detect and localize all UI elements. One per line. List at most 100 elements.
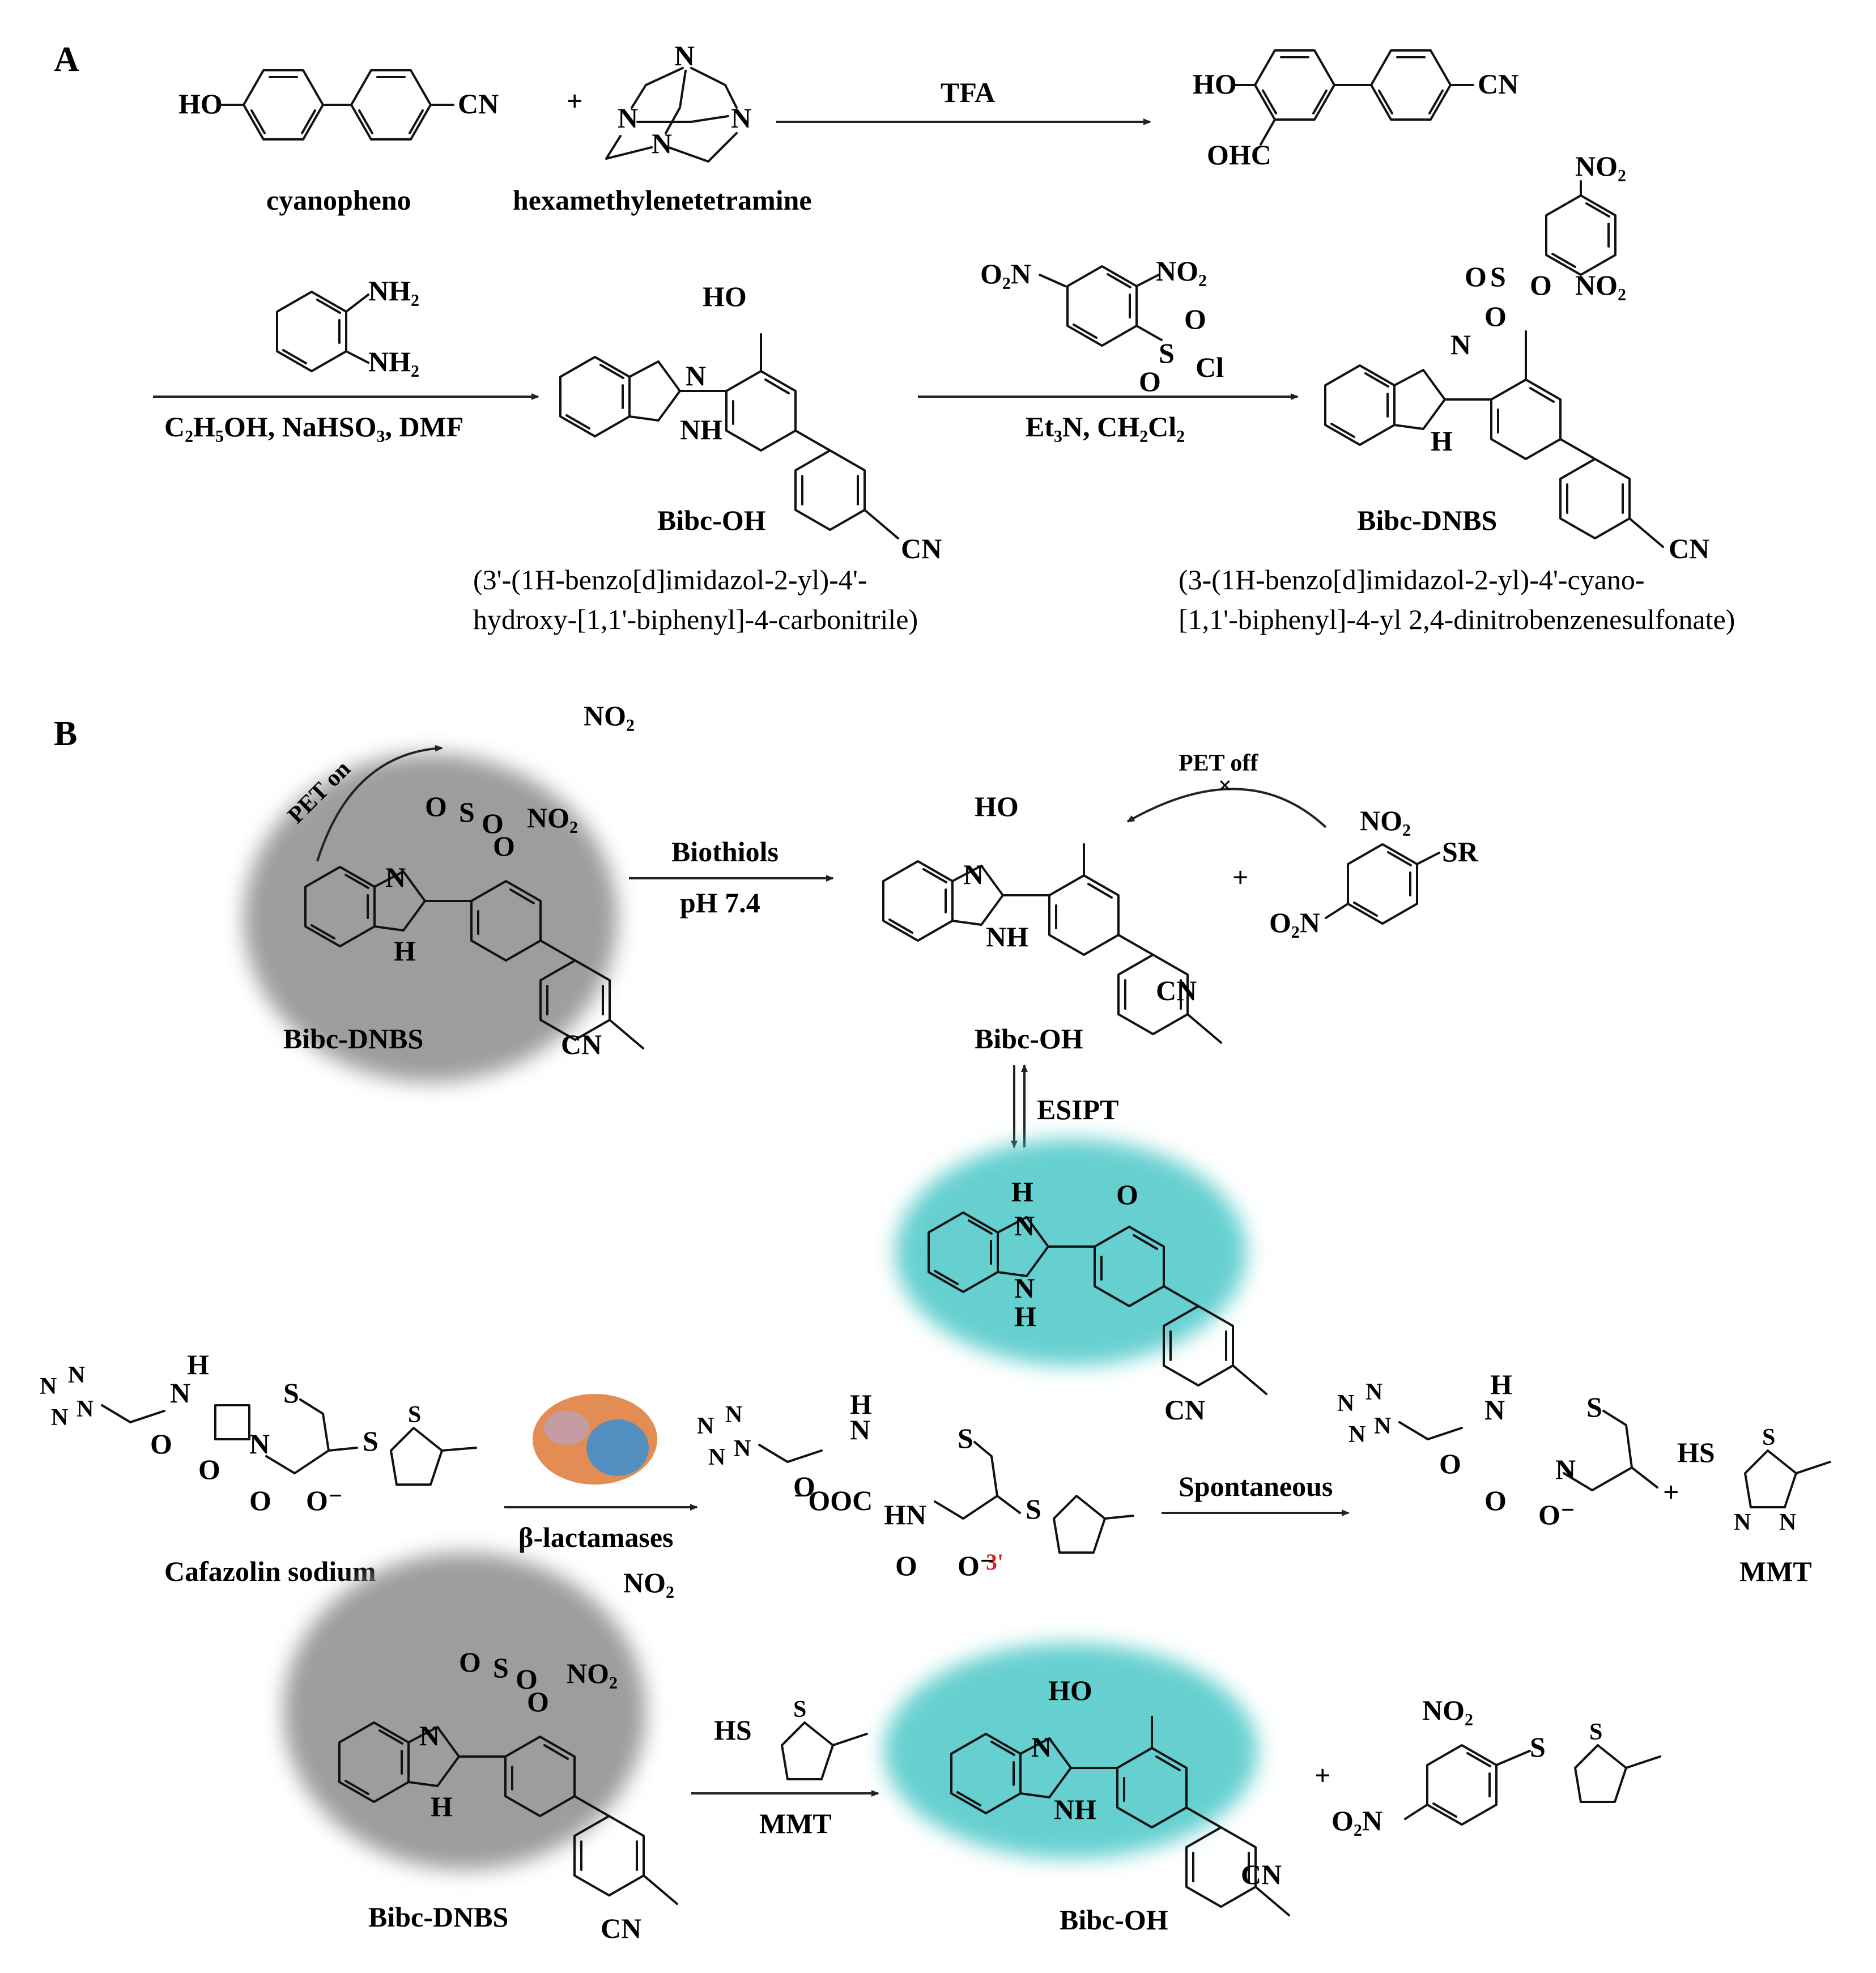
svg-text:NH₂: NH₂ — [368, 346, 419, 377]
svg-text:S: S — [459, 796, 475, 828]
svg-text:O⁻: O⁻ — [1538, 1499, 1575, 1530]
svg-text:O: O — [793, 1470, 815, 1502]
svg-text:NH: NH — [1054, 1793, 1096, 1825]
svg-text:N: N — [1450, 329, 1471, 360]
svg-text:N: N — [1374, 1413, 1391, 1439]
svg-text:⁻OOC: ⁻OOC — [793, 1485, 873, 1516]
dnp-mmt-adduct-structure: NO₂ S S O₂N — [1332, 1694, 1661, 1836]
bibc-dnbs-label-b1: Bibc-DNBS — [283, 1023, 423, 1054]
svg-text:HO: HO — [1193, 68, 1237, 100]
svg-text:O: O — [527, 1686, 549, 1717]
svg-text:N: N — [734, 1436, 751, 1462]
svg-text:O: O — [198, 1453, 220, 1485]
pet-on-arrow — [316, 745, 443, 862]
svg-text:O: O — [150, 1428, 172, 1460]
svg-text:O: O — [249, 1485, 271, 1516]
plus-sign-b1: + — [1232, 861, 1249, 893]
svg-text:CN: CN — [458, 88, 499, 120]
svg-text:S: S — [1586, 1391, 1602, 1423]
svg-text:H: H — [1014, 1300, 1036, 1332]
svg-text:HO: HO — [703, 280, 747, 312]
svg-text:N: N — [708, 1444, 725, 1470]
aldehyde-structure: HO CN OHC — [1193, 49, 1518, 171]
svg-text:HO: HO — [178, 88, 223, 120]
cleavage-3prime: 3' — [986, 1549, 1003, 1575]
svg-text:N: N — [51, 1405, 68, 1431]
bibc-oh-label-b2: Bibc-OH — [1060, 1904, 1168, 1936]
svg-text:S: S — [1762, 1425, 1775, 1451]
svg-text:S: S — [363, 1425, 378, 1457]
svg-text:O: O — [459, 1646, 481, 1678]
condition-biothiols: Biothiols — [671, 836, 779, 868]
svg-text:CN: CN — [561, 1028, 602, 1060]
bibc-dnbs-structure-a: N H O O S O NO₂ CN — [1325, 261, 1709, 564]
svg-text:N: N — [963, 858, 984, 890]
bibc-dnbs-iupac-line1: (3-(1H-benzo[d]imidazol-2-yl)-4'-cyano- — [1179, 564, 1645, 596]
svg-text:N: N — [1348, 1422, 1365, 1448]
svg-text:O⁻: O⁻ — [306, 1485, 343, 1516]
svg-text:CN: CN — [1164, 1394, 1205, 1426]
svg-text:N: N — [170, 1377, 190, 1409]
bibc-dnbs-structure-b: N H O O S O NO₂ NO₂ CN — [305, 700, 643, 1060]
svg-text:S: S — [1026, 1493, 1041, 1525]
condition-blactamases: β-lactamases — [518, 1521, 674, 1553]
svg-text:S: S — [1589, 1719, 1602, 1745]
svg-text:S: S — [493, 1652, 509, 1683]
svg-text:H: H — [431, 1791, 453, 1822]
svg-text:O₂N: O₂N — [980, 258, 1031, 290]
svg-text:N: N — [68, 1362, 85, 1388]
svg-text:H: H — [187, 1349, 209, 1380]
mmt-label: MMT — [1739, 1555, 1812, 1587]
svg-text:NH₂: NH₂ — [368, 275, 419, 307]
svg-text:N: N — [385, 861, 406, 893]
svg-text:N: N — [850, 1414, 870, 1445]
svg-text:O: O — [482, 807, 504, 839]
svg-text:NO₂: NO₂ — [1575, 150, 1626, 182]
pet-off-arrow — [1126, 788, 1327, 828]
bibc-dnbs-structure-b2: N H O O S O NO₂ NO₂ CN — [339, 1567, 677, 1944]
svg-text:H: H — [1490, 1368, 1512, 1400]
bibc-dnbs-label-b2: Bibc-DNBS — [368, 1901, 508, 1933]
svg-text:N: N — [1014, 1272, 1035, 1304]
svg-text:H: H — [394, 935, 416, 967]
svg-text:S: S — [793, 1696, 806, 1723]
svg-text:O: O — [1139, 365, 1161, 397]
svg-text:HO: HO — [975, 790, 1019, 822]
svg-text:CN: CN — [901, 533, 942, 564]
svg-text:N: N — [1014, 1210, 1035, 1241]
condition-esipt: ESIPT — [1037, 1094, 1119, 1125]
condition-ph: pH 7.4 — [680, 887, 760, 919]
svg-text:N: N — [731, 102, 751, 134]
svg-text:N: N — [76, 1396, 93, 1422]
svg-text:SR: SR — [1442, 836, 1479, 868]
svg-text:S: S — [958, 1422, 973, 1454]
mmt-reagent-structure: HS S — [714, 1696, 868, 1780]
svg-text:H: H — [1011, 1176, 1033, 1207]
svg-text:Cl: Cl — [1196, 351, 1224, 383]
condition-step3: Et₃N, CH₂Cl₂ — [1026, 411, 1185, 443]
pet-off-label: PET off — [1179, 750, 1258, 776]
svg-text:O: O — [1116, 1179, 1138, 1210]
svg-text:S: S — [1530, 1731, 1546, 1763]
svg-text:N: N — [652, 127, 672, 159]
svg-text:N: N — [419, 1720, 440, 1751]
svg-text:NH: NH — [986, 921, 1028, 953]
svg-text:CN: CN — [1478, 68, 1518, 100]
panel-a-label: A — [54, 40, 79, 79]
svg-text:O: O — [425, 790, 447, 822]
svg-text:NO₂: NO₂ — [1422, 1694, 1473, 1726]
bibc-dnbs-label-a: Bibc-DNBS — [1357, 504, 1497, 536]
svg-text:CN: CN — [1669, 533, 1709, 564]
svg-text:N: N — [674, 40, 695, 71]
bibc-oh-label-b1: Bibc-OH — [975, 1023, 1083, 1054]
svg-text:N: N — [1779, 1509, 1796, 1536]
svg-text:S: S — [408, 1402, 421, 1428]
svg-text:O₂N: O₂N — [1269, 907, 1320, 938]
svg-text:NO₂: NO₂ — [527, 802, 578, 834]
svg-text:S: S — [283, 1377, 299, 1409]
svg-text:NO₂: NO₂ — [1575, 269, 1626, 301]
